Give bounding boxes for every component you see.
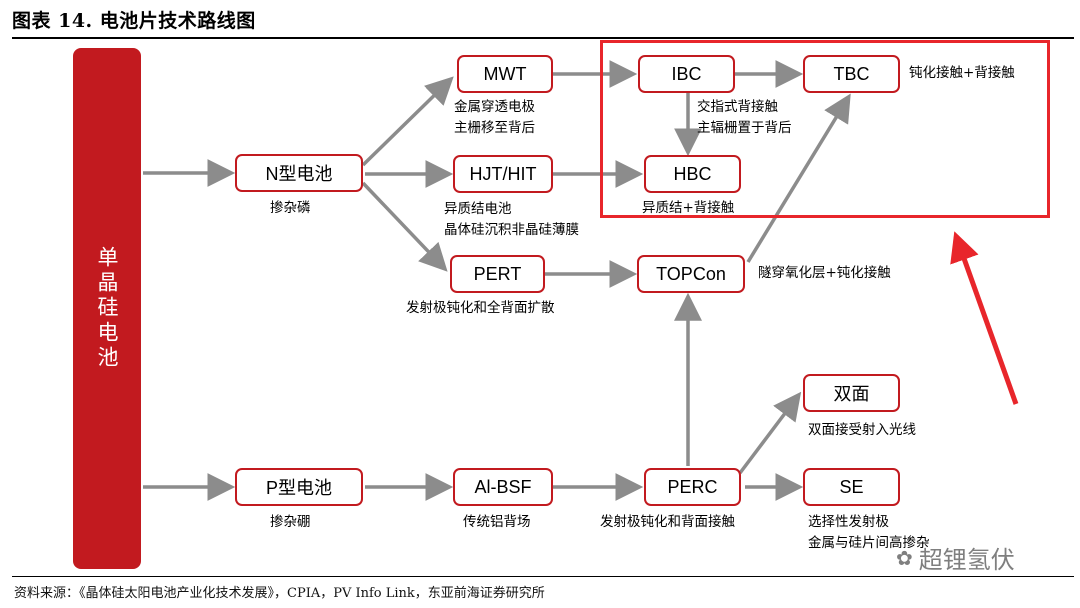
node-se: SE (803, 468, 900, 506)
node-ibc-label: IBC (671, 63, 702, 84)
caption-n-type: 掺杂磷 (270, 200, 311, 216)
node-n-type-label: N型电池 (265, 164, 333, 184)
node-topcon: TOPCon (637, 255, 745, 293)
arrow-perc-to-bifacial (738, 391, 802, 475)
root-node-monocrystalline: 单晶硅电池 (73, 48, 141, 569)
arrow-topcon-to-tbc (746, 93, 851, 263)
watermark-text: 超锂氢伏 (918, 546, 1015, 574)
source-note: 资料来源：《晶体硅太阳电池产业化技术发展》，CPIA，PV Info Link，… (14, 586, 545, 601)
caption-se-1: 选择性发射极 (808, 514, 889, 530)
caption-perc: 发射极钝化和背面接触 (600, 514, 735, 530)
node-perc: PERC (644, 468, 741, 506)
source-rule (12, 576, 1074, 577)
node-bifacial-label: 双面 (833, 384, 870, 404)
caption-p-type: 掺杂硼 (270, 514, 311, 530)
title-rule (12, 37, 1074, 39)
node-tbc: TBC (803, 55, 900, 93)
caption-pert: 发射极钝化和全背面扩散 (406, 300, 555, 316)
node-al-bsf: Al-BSF (453, 468, 553, 506)
caption-mwt-2: 主栅移至背后 (454, 120, 535, 136)
caption-hjt-2: 晶体硅沉积非晶硅薄膜 (444, 222, 579, 238)
node-perc-label: PERC (667, 476, 718, 497)
wechat-icon: ✿ (896, 545, 913, 570)
caption-ibc-2: 主辐栅置于背后 (697, 120, 792, 136)
root-label: 单晶硅电池 (95, 246, 119, 371)
node-mwt-label: MWT (483, 63, 527, 84)
node-p-type: P型电池 (235, 468, 363, 506)
node-pert-label: PERT (473, 263, 522, 284)
caption-topcon: 隧穿氧化层+钝化接触 (758, 265, 891, 281)
node-hjt: HJT/HIT (453, 155, 553, 193)
caption-hjt-1: 异质结电池 (444, 201, 512, 217)
caption-tbc: 钝化接触+背接触 (909, 65, 1015, 81)
node-se-label: SE (839, 476, 864, 497)
node-tbc-label: TBC (833, 63, 870, 84)
node-mwt: MWT (457, 55, 553, 93)
node-ibc: IBC (638, 55, 735, 93)
watermark: ✿ 超锂氢伏 (896, 540, 1015, 575)
caption-mwt-1: 金属穿透电极 (454, 99, 535, 115)
caption-ibc-1: 交指式背接触 (697, 99, 778, 115)
node-al-bsf-label: Al-BSF (474, 476, 532, 497)
node-hbc-label: HBC (673, 163, 712, 184)
node-pert: PERT (450, 255, 545, 293)
highlight-box (600, 40, 1050, 218)
node-n-type: N型电池 (235, 154, 363, 192)
arrow-n-to-pert (361, 181, 448, 272)
caption-al-bsf: 传统铝背场 (463, 514, 531, 530)
caption-se-2: 金属与硅片间高掺杂 (808, 535, 930, 551)
node-topcon-label: TOPCon (656, 263, 726, 284)
caption-bifacial: 双面接受射入光线 (808, 422, 916, 438)
node-hbc: HBC (644, 155, 741, 193)
figure-title: 图表 14. 电池片技术路线图 (12, 10, 256, 32)
arrow-n-to-mwt (361, 76, 454, 167)
node-p-type-label: P型电池 (265, 478, 332, 498)
node-bifacial: 双面 (803, 374, 900, 412)
node-hjt-label: HJT/HIT (469, 163, 537, 184)
caption-hbc: 异质结+背接触 (642, 200, 735, 216)
red-callout-arrow (950, 231, 1019, 405)
